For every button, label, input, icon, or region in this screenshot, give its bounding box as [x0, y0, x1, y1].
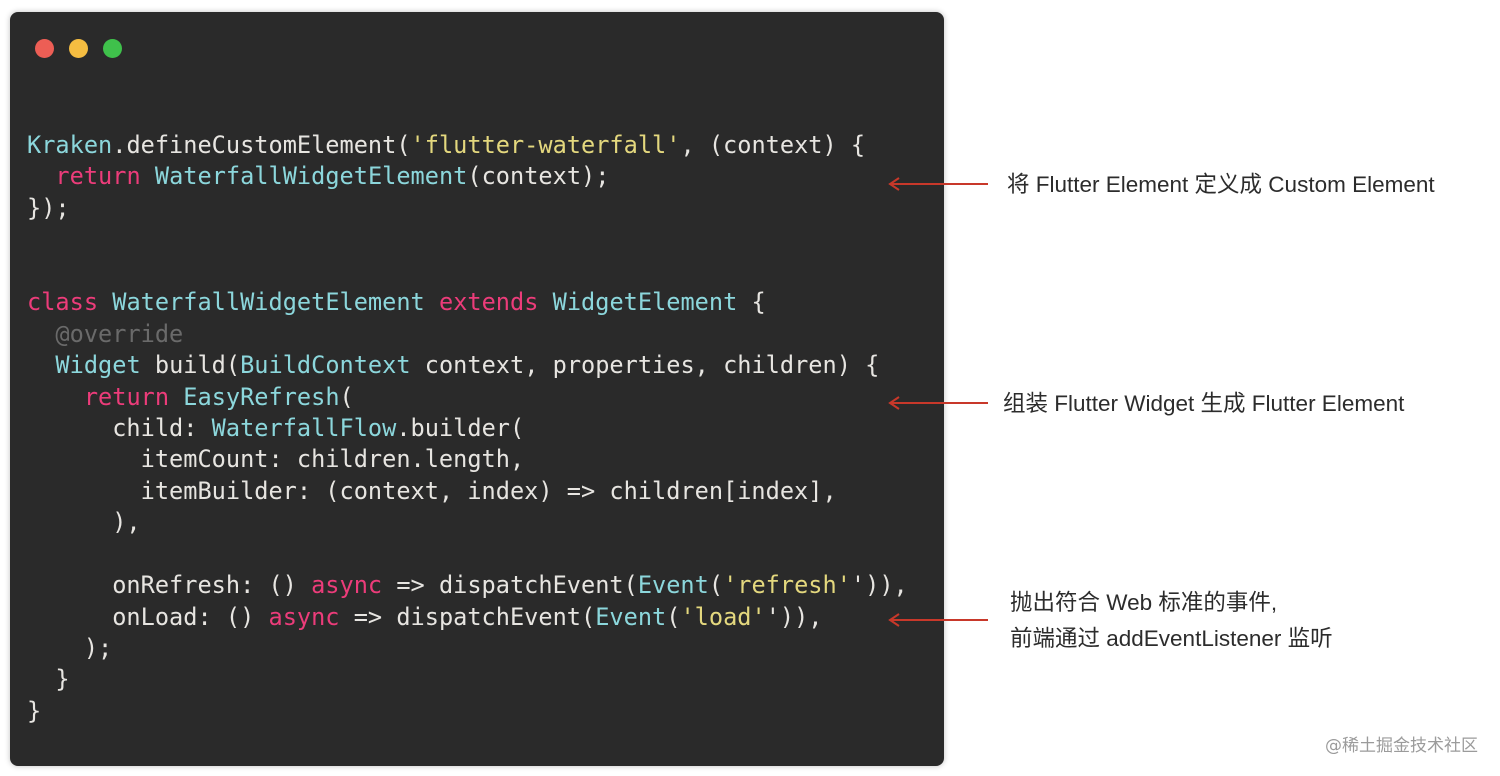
- code-token: WidgetElement: [552, 288, 738, 317]
- code-token: [98, 288, 112, 316]
- code-line: itemBuilder: (context, index) => childre…: [27, 476, 908, 507]
- code-token: [27, 351, 55, 379]
- code-token: onLoad: (): [27, 602, 269, 631]
- annotation-events-line1: 抛出符合 Web 标准的事件,: [1010, 590, 1278, 615]
- code-line: return EasyRefresh(: [27, 382, 908, 413]
- code-line: Kraken.defineCustomElement('flutter-wate…: [27, 130, 908, 161]
- code-token: class: [27, 288, 99, 317]
- code-token: context, properties, children) {: [410, 351, 880, 380]
- code-token: BuildContext: [240, 351, 411, 380]
- code-token: ')),: [765, 602, 823, 631]
- code-token: child:: [27, 413, 212, 442]
- code-token: Event: [637, 571, 709, 600]
- code-line: onLoad: () async => dispatchEvent(Event(…: [27, 602, 908, 633]
- code-token: ),: [27, 508, 141, 537]
- code-line: });: [27, 193, 908, 224]
- code-token: , (context) {: [680, 131, 866, 159]
- code-token: extends: [438, 288, 539, 317]
- code-token: );: [27, 634, 113, 662]
- arrow-left-icon: [888, 177, 988, 191]
- code-token: WaterfallWidgetElement: [112, 288, 425, 317]
- code-line: onRefresh: () async => dispatchEvent(Eve…: [27, 570, 908, 601]
- annotation-assemble: 组装 Flutter Widget 生成 Flutter Element: [1003, 391, 1405, 416]
- code-token: => dispatchEvent(: [339, 602, 596, 631]
- code-line: @override: [27, 319, 908, 350]
- code-token: }: [27, 696, 42, 725]
- code-line: child: WaterfallFlow.builder(: [27, 413, 908, 444]
- code-token: WaterfallFlow: [211, 413, 397, 442]
- code-token: .builder(: [396, 413, 525, 442]
- code-line: }: [27, 664, 908, 695]
- code-token: 'flutter-waterfall': [410, 131, 681, 159]
- code-line: class WaterfallWidgetElement extends Wid…: [27, 287, 908, 318]
- code-token: (: [339, 382, 354, 411]
- code-token: }: [27, 665, 70, 694]
- code-window: [10, 12, 944, 766]
- code-token: {: [737, 288, 766, 317]
- code-line: return WaterfallWidgetElement(context);: [27, 161, 908, 192]
- close-dot-icon[interactable]: [35, 39, 54, 58]
- code-token: Kraken: [27, 131, 113, 159]
- code-token: Widget: [55, 351, 141, 380]
- annotation-define: 将 Flutter Element 定义成 Custom Element: [1007, 172, 1435, 197]
- code-token: itemBuilder: (context, index) => childre…: [27, 476, 837, 505]
- code-token: EasyRefresh: [183, 382, 340, 411]
- code-line: );: [27, 633, 908, 664]
- code-token: 'refresh': [723, 571, 851, 600]
- code-token: async: [268, 602, 340, 631]
- code-token: WaterfallWidgetElement: [154, 162, 468, 191]
- code-line: ),: [27, 507, 908, 538]
- code-line: }: [27, 696, 908, 727]
- code-token: @override: [55, 319, 184, 348]
- code-block: Kraken.defineCustomElement('flutter-wate…: [27, 130, 908, 727]
- arrow-left-icon: [888, 613, 988, 627]
- code-token: [27, 162, 55, 190]
- code-token: => dispatchEvent(: [382, 571, 638, 600]
- code-token: itemCount: children.length,: [27, 445, 525, 474]
- code-token: [141, 162, 155, 190]
- code-token: async: [311, 571, 383, 600]
- code-token: build(: [140, 351, 241, 380]
- arrow-left-icon: [888, 396, 988, 410]
- code-line: [27, 224, 908, 255]
- code-line: [27, 539, 908, 570]
- code-token: [27, 320, 55, 348]
- code-token: [538, 288, 552, 316]
- code-line: itemCount: children.length,: [27, 444, 908, 475]
- code-token: (: [708, 571, 724, 600]
- code-line: [27, 256, 908, 287]
- code-token: 'load': [680, 602, 766, 631]
- code-token: return: [83, 382, 170, 411]
- code-token: .defineCustomElement(: [112, 131, 411, 159]
- code-token: ')),: [850, 571, 908, 600]
- code-token: return: [55, 162, 141, 191]
- code-token: (context);: [467, 162, 610, 191]
- code-token: [27, 383, 84, 411]
- code-token: [425, 288, 439, 316]
- code-token: [169, 383, 183, 411]
- maximize-dot-icon[interactable]: [103, 39, 122, 58]
- annotation-events-line2: 前端通过 addEventListener 监听: [1010, 626, 1333, 651]
- code-token: Event: [595, 602, 667, 631]
- code-token: onRefresh: (): [27, 571, 312, 600]
- minimize-dot-icon[interactable]: [69, 39, 88, 58]
- code-token: });: [27, 193, 70, 222]
- code-token: (: [666, 602, 681, 631]
- watermark: @稀土掘金技术社区: [1325, 736, 1478, 756]
- code-line: Widget build(BuildContext context, prope…: [27, 350, 908, 381]
